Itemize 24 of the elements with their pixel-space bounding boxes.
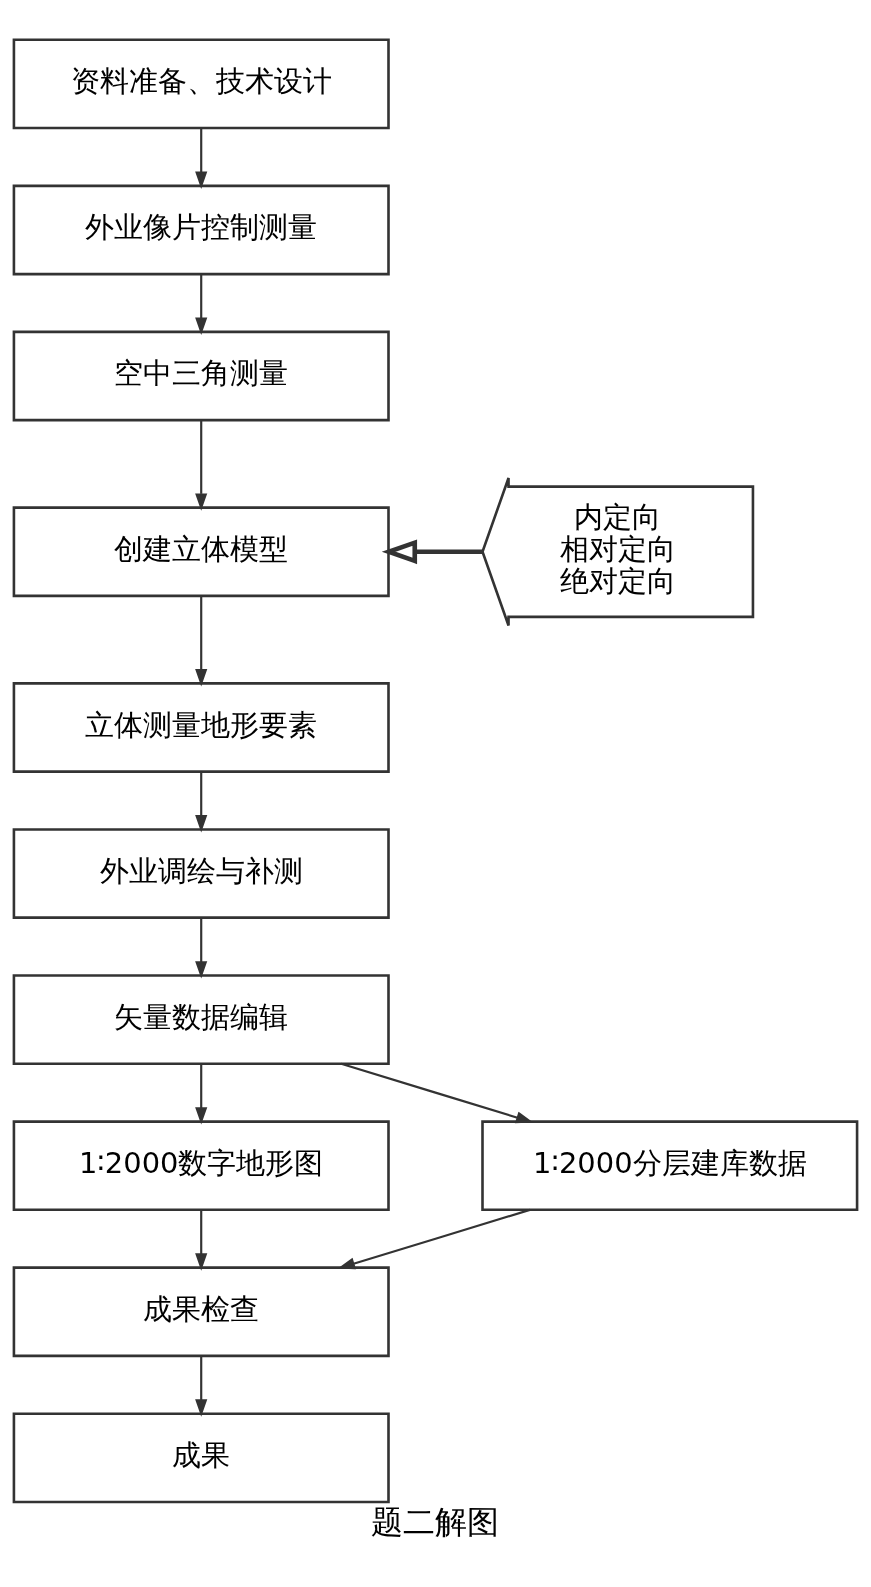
arrow — [195, 771, 208, 832]
arrow — [195, 1355, 208, 1417]
caption: 题二解图 — [371, 1502, 500, 1541]
node-box: 外业像片控制测量 — [12, 184, 390, 275]
node-box: 1∶2000数字地形图 — [12, 1119, 390, 1211]
arrow — [195, 127, 208, 189]
node-box: 创建立体模型 — [12, 505, 390, 597]
arrow — [195, 1209, 208, 1271]
node-box: 成果 — [12, 1411, 390, 1503]
arrow — [195, 419, 208, 511]
arrow — [195, 917, 208, 979]
arrow — [381, 538, 483, 564]
arrow — [195, 595, 208, 686]
node-box: 成果检查 — [12, 1265, 390, 1357]
node-box: 立体测量地形要素 — [12, 681, 390, 773]
arrow — [340, 1062, 534, 1123]
arrow — [195, 273, 208, 335]
node-box: 矢量数据编辑 — [12, 973, 390, 1065]
node-box: 资料准备、技术设计 — [12, 38, 390, 129]
node-box: 空中三角测量 — [12, 330, 390, 421]
arrow — [195, 1063, 208, 1125]
node-box: 1∶2000分层建库数据 — [481, 1119, 859, 1211]
arrow — [337, 1208, 531, 1269]
node-box: 外业调绘与补测 — [12, 827, 390, 919]
